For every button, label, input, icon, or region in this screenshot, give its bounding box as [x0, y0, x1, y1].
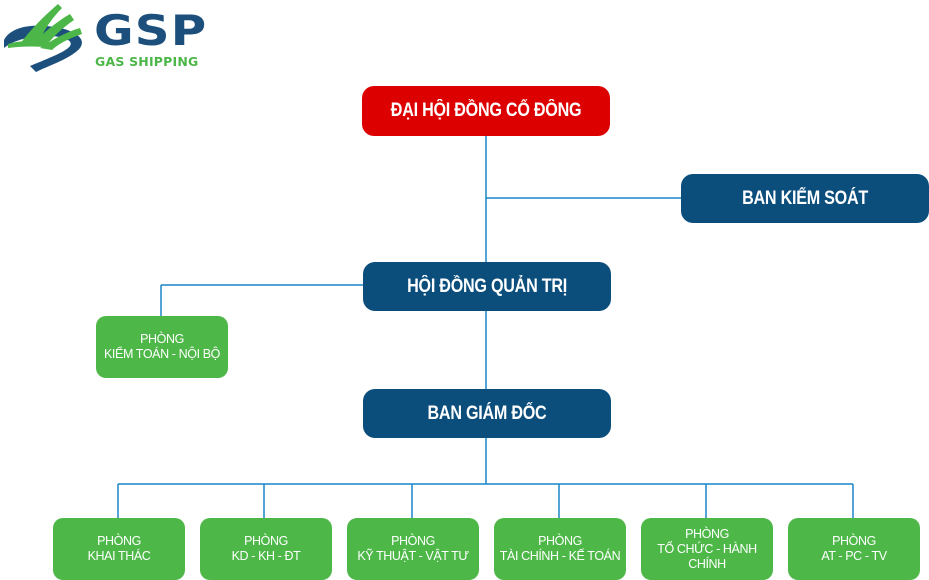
department-line2: KỸ THUẬT - VẬT TƯ	[357, 549, 469, 563]
node-board-of-directors[interactable]: HỘI ĐỒNG QUẢN TRỊ	[363, 262, 611, 311]
department-line1: PHÒNG	[538, 534, 582, 548]
logo-tagline: GAS SHIPPING	[95, 54, 199, 69]
node-department[interactable]: PHÒNG KD - KH - ĐT	[200, 518, 332, 580]
node-department[interactable]: PHÒNG TỔ CHỨC - HÀNH CHÍNH	[641, 518, 773, 580]
department-line2: KD - KH - ĐT	[231, 549, 301, 563]
node-board-of-directors-label: HỘI ĐỒNG QUẢN TRỊ	[407, 275, 567, 297]
node-department[interactable]: PHÒNG AT - PC - TV	[788, 518, 920, 580]
department-line1: PHÒNG	[97, 534, 141, 548]
department-line2: KHAI THÁC	[87, 549, 151, 563]
node-internal-audit[interactable]: PHÒNG KIỂM TOÁN - NỘI BỘ	[96, 316, 228, 378]
node-management-label: BAN GIÁM ĐỐC	[427, 402, 547, 424]
gsp-logo: GSP GAS SHIPPING	[0, 0, 230, 75]
department-line1: PHÒNG	[832, 534, 876, 548]
department-line1: PHÒNG	[685, 526, 729, 541]
node-department[interactable]: PHÒNG KỸ THUẬT - VẬT TƯ	[347, 518, 479, 580]
node-supervisory-board[interactable]: BAN KIỂM SOÁT	[681, 174, 929, 223]
logo-brand-text: GSP	[94, 6, 208, 55]
node-internal-audit-line2: KIỂM TOÁN - NỘI BỘ	[104, 347, 220, 361]
node-department[interactable]: PHÒNG KHAI THÁC	[53, 518, 185, 580]
department-line1: PHÒNG	[244, 534, 288, 548]
department-line2: TÀI CHÍNH - KẾ TOÁN	[499, 549, 621, 563]
department-line1: PHÒNG	[391, 534, 435, 548]
node-management[interactable]: BAN GIÁM ĐỐC	[363, 389, 611, 438]
gsp-swoosh-icon	[4, 4, 82, 72]
node-general-meeting[interactable]: ĐẠI HỘI ĐỒNG CỔ ĐÔNG	[362, 86, 610, 136]
department-line2: TỔ CHỨC - HÀNH CHÍNH	[657, 541, 757, 571]
department-line2: AT - PC - TV	[821, 549, 887, 563]
node-department[interactable]: PHÒNG TÀI CHÍNH - KẾ TOÁN	[494, 518, 626, 580]
node-supervisory-board-label: BAN KIỂM SOÁT	[742, 187, 868, 209]
node-general-meeting-label: ĐẠI HỘI ĐỒNG CỔ ĐÔNG	[390, 100, 582, 121]
node-internal-audit-line1: PHÒNG	[140, 332, 184, 346]
